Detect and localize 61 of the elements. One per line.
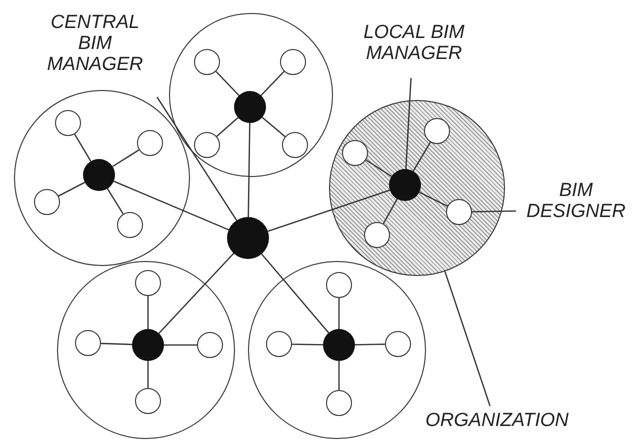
leader-line [156,96,238,221]
connector-line [113,180,229,230]
filled-dot [234,90,266,122]
large-circle [14,90,190,266]
connector-line [147,296,149,329]
small-circle [194,48,220,74]
large-circle [169,13,333,177]
connector-line [100,342,132,346]
connector-line [112,149,140,168]
small-circle [282,132,308,158]
callout-label: CENTRAL BIM MANAGER [36,12,154,75]
connector-line [412,142,431,172]
filled-dot [322,328,354,360]
small-circle [446,198,472,224]
large-circle [57,261,235,439]
connector-line [261,254,330,334]
callout-label: BIM DESIGNER [520,180,632,222]
connector-line [338,361,340,390]
connector-line [58,182,86,197]
small-circle [116,212,142,238]
connector-line [268,190,390,232]
callout-label: LOCAL BIM MANAGER [350,22,478,64]
connector-line [147,361,149,388]
small-circle [134,270,160,296]
connector-line [164,344,197,346]
connector-line [74,134,92,162]
small-circle [54,110,80,136]
small-circle [326,390,352,416]
connector-line [354,344,386,346]
filled-dot [227,217,269,259]
small-circle [196,332,222,358]
small-circle [74,330,100,356]
connector-line [260,70,284,96]
connector-line [158,252,234,334]
callout-label: ORGANIZATION [412,410,582,431]
connector-line [419,192,448,207]
small-circle [326,272,352,298]
small-circle [364,222,390,248]
small-circle [384,330,410,356]
connector-line [262,116,286,138]
connector-line [366,159,392,177]
large-circle [248,261,426,439]
leader-line [405,78,412,170]
small-circle [136,130,162,156]
leader-line [444,271,491,406]
small-circle [280,48,306,74]
small-circle [424,118,450,144]
connector-line [106,188,124,214]
connector-line [216,117,238,137]
small-circle [194,132,220,158]
filled-dot [388,168,420,200]
connector-line [292,344,324,346]
connector-line [216,70,240,96]
small-circle [134,388,160,414]
small-circle [342,140,368,166]
small-circle [34,188,60,214]
filled-dot [82,158,114,190]
connector-line [338,298,340,329]
filled-dot [132,328,164,360]
connector-line [248,123,250,218]
small-circle [266,330,292,356]
